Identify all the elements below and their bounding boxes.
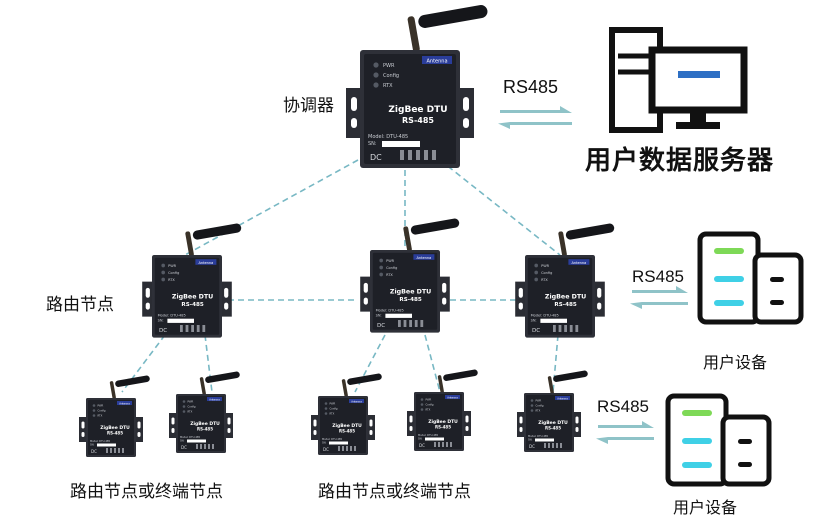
end-dtu-3 xyxy=(311,373,383,455)
arrow-pair-server xyxy=(498,106,572,129)
arrow-pair-device-2 xyxy=(596,421,654,444)
user-device-label-2: 用户设备 xyxy=(673,498,738,517)
link-coordinator-router-right xyxy=(439,159,561,256)
server-label: 用户数据服务器 xyxy=(585,146,775,176)
link-router-left-end2 xyxy=(204,334,213,393)
router-dtu-mid xyxy=(360,217,460,333)
end-nodes-label-left: 路由节点或终端节点 xyxy=(70,482,223,502)
link-coordinator-router-left xyxy=(184,159,359,256)
router-dtu-left xyxy=(142,222,242,338)
end-dtu-5 xyxy=(517,370,589,452)
link-router-right-end xyxy=(552,334,559,393)
rs485-label-server: RS485 xyxy=(503,77,559,97)
rs485-label-device-1: RS485 xyxy=(632,267,684,286)
coordinator-dtu xyxy=(346,4,489,169)
server-computer-icon xyxy=(609,27,748,133)
user-device-icon-2 xyxy=(665,393,772,487)
end-dtu-4 xyxy=(407,369,479,451)
end-dtu-2 xyxy=(169,371,241,453)
router-dtu-right xyxy=(515,222,615,338)
user-device-label-1: 用户设备 xyxy=(703,353,768,372)
coordinator-label: 协调器 xyxy=(283,96,334,116)
link-router-mid-end2 xyxy=(424,334,441,393)
user-device-icon-1 xyxy=(697,231,804,325)
rs485-label-device-2: RS485 xyxy=(597,397,649,416)
end-nodes-label-right: 路由节点或终端节点 xyxy=(318,482,471,502)
link-router-mid-end1 xyxy=(354,334,386,393)
end-dtu-1 xyxy=(79,375,151,457)
rs485-arrows xyxy=(498,106,688,444)
arrow-pair-device-1 xyxy=(630,286,688,309)
link-router-left-end1 xyxy=(121,334,166,393)
zigbee-links xyxy=(121,159,561,393)
router-label: 路由节点 xyxy=(46,295,114,315)
